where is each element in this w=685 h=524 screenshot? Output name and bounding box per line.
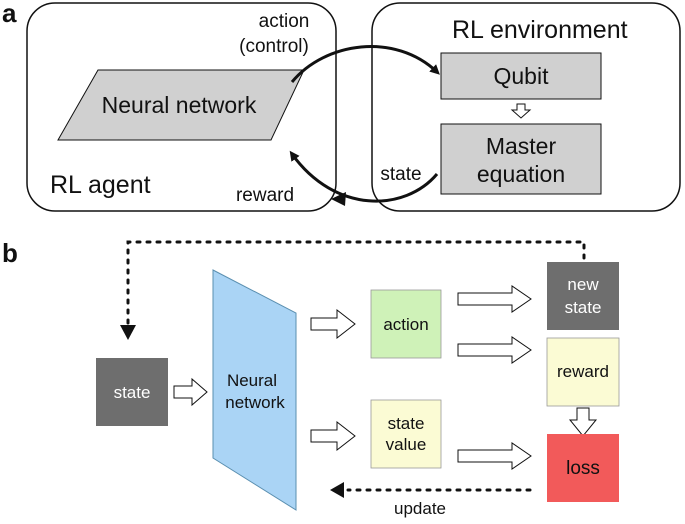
rl-environment-title: RL environment <box>452 16 628 44</box>
qubit-label: Qubit <box>494 63 550 89</box>
state-reward-arrow <box>289 150 439 203</box>
reward-to-loss-arrow-icon <box>568 407 598 437</box>
panel-a-label: a <box>2 0 17 28</box>
state-label-b: state <box>114 383 151 402</box>
state-value-label-line1: state <box>388 414 425 433</box>
master-label-line2: equation <box>477 161 565 187</box>
action-label: action <box>259 11 310 32</box>
network-to-action-arrow-icon <box>310 308 356 340</box>
master-label-line1: Master <box>486 133 557 159</box>
rl-environment-box <box>371 2 681 212</box>
network-to-value-arrow-icon <box>310 420 356 452</box>
feedback-dotted-line <box>126 240 586 332</box>
action-arrow <box>290 45 440 83</box>
update-label: update <box>394 499 446 518</box>
master-equation-box <box>440 123 602 195</box>
reward-label-b: reward <box>557 362 609 381</box>
loss-label: loss <box>566 458 600 479</box>
action-label-b: action <box>383 315 428 334</box>
reward-box <box>546 337 620 407</box>
reward-label-a: reward <box>236 185 294 206</box>
feedback-arrowhead-icon <box>120 325 136 340</box>
value-to-loss-arrow-icon <box>457 442 532 470</box>
state-label-a: state <box>380 164 421 185</box>
state-to-network-arrow-icon <box>173 377 208 407</box>
state-value-box <box>370 399 442 469</box>
neural-network-trapezoid <box>212 269 297 511</box>
rl-agent-box <box>26 2 337 212</box>
down-hollow-arrow-icon <box>510 103 532 119</box>
neural-network-label: Neural network <box>102 92 257 118</box>
new-state-box <box>547 262 619 330</box>
control-label: (control) <box>239 36 309 57</box>
new-state-label-line1: new <box>567 275 599 294</box>
reward-arrowhead-icon <box>331 192 346 206</box>
state-value-label-line2: value <box>386 435 427 454</box>
network-label-line1: Neural <box>227 371 277 390</box>
loss-box <box>547 434 619 502</box>
action-to-new-state-arrow-icon <box>457 285 532 313</box>
action-box <box>370 289 442 359</box>
update-arrowhead-icon <box>330 482 344 498</box>
panel-b-label: b <box>2 238 18 268</box>
qubit-box <box>440 52 602 100</box>
network-label-line2: network <box>225 393 285 412</box>
state-box <box>96 358 168 426</box>
action-to-reward-arrow-icon <box>457 336 532 364</box>
neural-network-parallelogram <box>57 69 305 141</box>
rl-agent-title: RL agent <box>50 171 151 199</box>
new-state-label-line2: state <box>565 298 602 317</box>
